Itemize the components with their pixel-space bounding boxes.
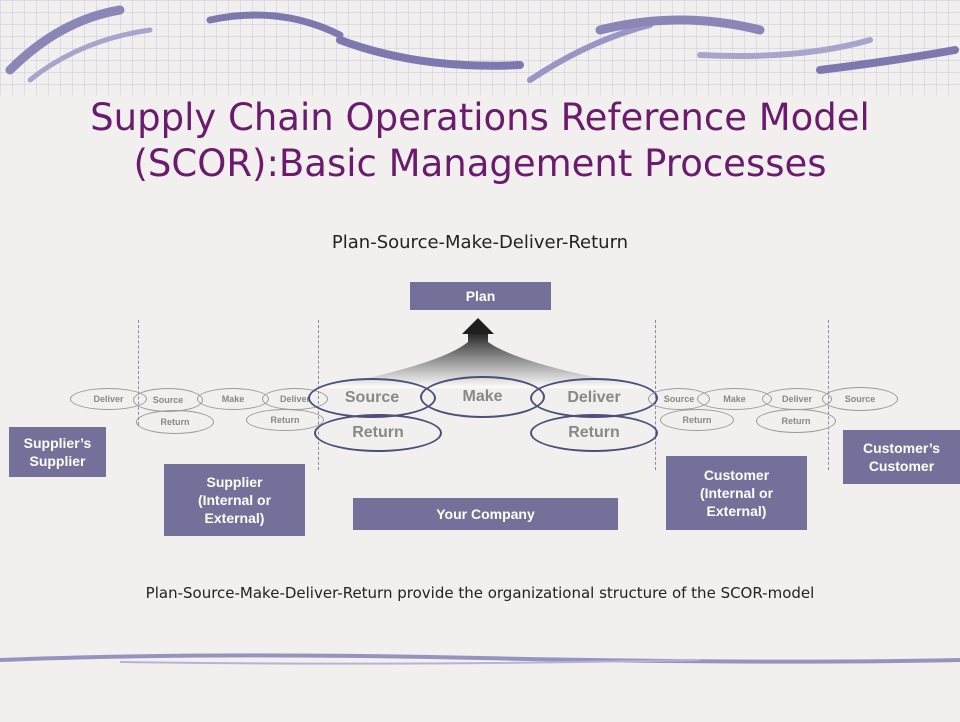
customers-customer-box: Customer’s Customer bbox=[843, 430, 960, 484]
your-company-box: Your Company bbox=[353, 498, 618, 530]
slide-subtitle: Plan-Source-Make-Deliver-Return bbox=[331, 232, 629, 253]
left-source-oval: Source bbox=[133, 388, 203, 412]
slide-caption: Plan-Source-Make-Deliver-Return provide … bbox=[145, 584, 815, 602]
scor-diagram: Plan Deliver Source Make Deliver Return … bbox=[0, 270, 960, 570]
title-line-2: (SCOR):Basic Management Processes bbox=[133, 142, 827, 185]
customer-box: Customer (Internal or External) bbox=[666, 456, 807, 530]
right-source-2-oval: Source bbox=[822, 387, 898, 411]
plan-box: Plan bbox=[410, 282, 551, 310]
center-return-1-oval: Return bbox=[314, 414, 442, 452]
decorative-banner bbox=[0, 0, 960, 95]
center-return-2-oval: Return bbox=[530, 414, 658, 452]
center-source-oval: Source bbox=[308, 378, 436, 418]
left-make-oval: Make bbox=[197, 388, 269, 410]
right-return-1-oval: Return bbox=[660, 409, 734, 431]
center-deliver-oval: Deliver bbox=[530, 378, 658, 418]
left-return-1-oval: Return bbox=[136, 410, 214, 434]
left-return-2-oval: Return bbox=[246, 409, 324, 431]
suppliers-supplier-box: Supplier’s Supplier bbox=[9, 427, 106, 477]
supplier-box: Supplier (Internal or External) bbox=[164, 464, 305, 536]
right-return-2-oval: Return bbox=[756, 409, 836, 433]
separator-1 bbox=[138, 320, 139, 425]
plan-arrow bbox=[320, 318, 650, 388]
title-line-1: Supply Chain Operations Reference Model bbox=[90, 96, 870, 139]
center-make-oval: Make bbox=[420, 376, 545, 418]
bottom-divider bbox=[0, 653, 960, 665]
right-make-oval: Make bbox=[697, 388, 772, 410]
slide-title: Supply Chain Operations Reference Model … bbox=[40, 95, 920, 187]
